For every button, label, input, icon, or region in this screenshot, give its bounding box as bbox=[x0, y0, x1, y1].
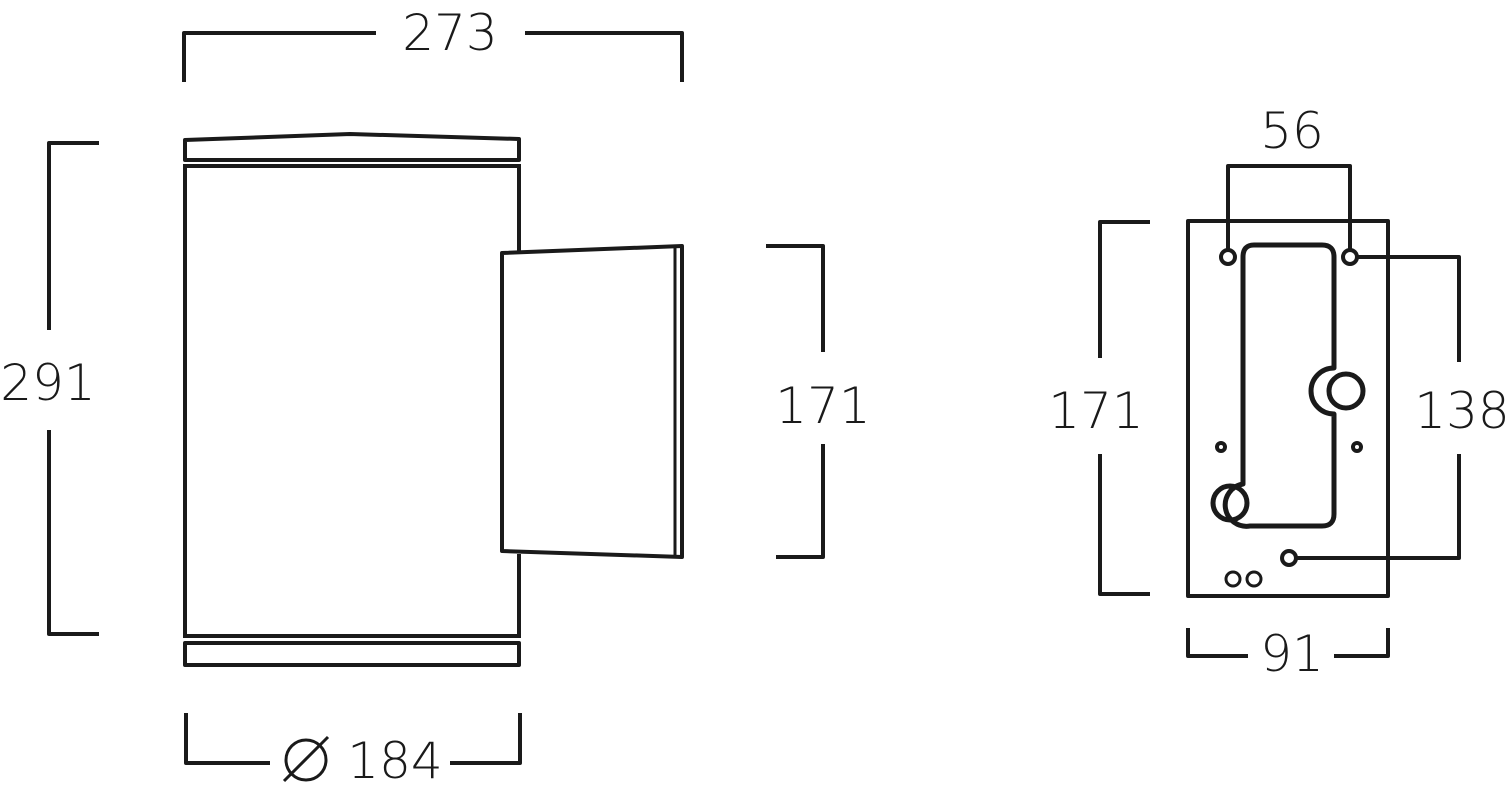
keyhole-top-right bbox=[1326, 371, 1366, 411]
width-label: 273 bbox=[402, 4, 497, 62]
keyhole-bottom-left bbox=[1210, 483, 1250, 523]
head-height-dimension: 171 bbox=[766, 244, 871, 559]
plate-width-label: 91 bbox=[1260, 625, 1324, 683]
diameter-line-right bbox=[450, 713, 522, 765]
plate-height-line-top bbox=[1098, 220, 1150, 358]
hole-bottom-center bbox=[1280, 549, 1298, 567]
plate-height-dimension: 171 bbox=[1048, 220, 1150, 596]
hole-top-left bbox=[1219, 248, 1237, 266]
hole-spacing-label: 56 bbox=[1260, 102, 1324, 160]
plate-outline bbox=[1186, 219, 1390, 598]
mount-head-outline bbox=[500, 244, 684, 559]
plate-height-line-bottom bbox=[1098, 454, 1150, 596]
hole-mid-right bbox=[1351, 441, 1363, 453]
height-dimension-line-bottom bbox=[47, 430, 99, 636]
hole-vertical-dimension: 138 bbox=[1294, 255, 1510, 560]
cable-channel bbox=[1222, 242, 1337, 529]
diameter-dimension: 184 bbox=[184, 713, 522, 790]
hole-spacing-line bbox=[1226, 164, 1352, 251]
head-height-line-bottom bbox=[776, 444, 825, 559]
plate-width-line-right bbox=[1334, 628, 1390, 658]
height-label: 291 bbox=[0, 354, 95, 412]
width-dimension-line-left bbox=[182, 31, 376, 82]
hole-mid-left bbox=[1215, 441, 1227, 453]
luminaire-body bbox=[183, 132, 521, 667]
head-height-line-top bbox=[766, 244, 825, 352]
bottom-cap bbox=[183, 641, 521, 667]
height-dimension-line-top bbox=[47, 141, 99, 330]
plate-height-label: 171 bbox=[1048, 382, 1143, 440]
hole-spacing-dimension: 56 bbox=[1226, 102, 1352, 251]
hole-bottom-pair-right bbox=[1245, 570, 1263, 588]
hole-vertical-line-top bbox=[1355, 255, 1461, 362]
wall-mount-head bbox=[500, 244, 684, 559]
head-height-label: 171 bbox=[775, 377, 870, 435]
height-dimension: 291 bbox=[0, 141, 99, 636]
top-cap bbox=[183, 132, 521, 162]
front-view: 273 291 171 bbox=[0, 4, 870, 790]
hole-vertical-label: 138 bbox=[1414, 382, 1509, 440]
diameter-line-left bbox=[184, 713, 270, 765]
plate-width-dimension: 91 bbox=[1186, 625, 1390, 683]
mount-plate-view: 56 171 138 bbox=[1048, 102, 1509, 683]
mounting-holes bbox=[1215, 248, 1363, 588]
plate-width-line-left bbox=[1186, 628, 1248, 658]
width-dimension-line-right bbox=[525, 31, 684, 82]
hole-bottom-pair-left bbox=[1224, 570, 1242, 588]
diameter-icon bbox=[282, 735, 330, 783]
diameter-label: 184 bbox=[347, 732, 442, 790]
width-dimension: 273 bbox=[182, 4, 684, 82]
hole-top-right bbox=[1341, 248, 1359, 266]
hole-vertical-line-bottom bbox=[1294, 454, 1461, 560]
